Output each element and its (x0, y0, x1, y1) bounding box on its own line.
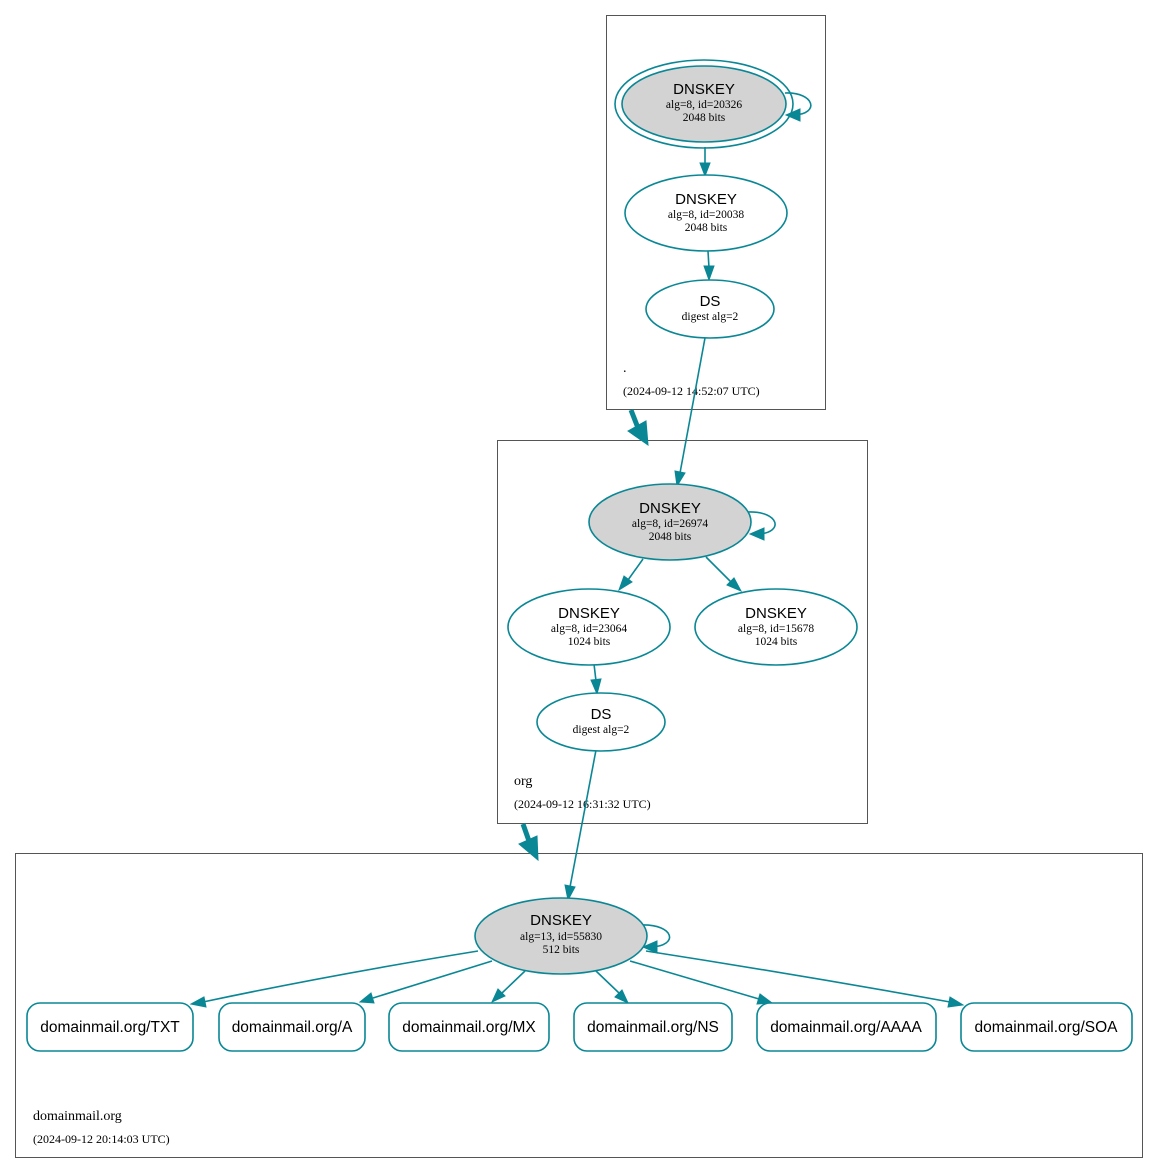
node-dm-key-bits: 512 bits (543, 944, 580, 956)
edge-root-ksk-self (784, 92, 812, 122)
rrset-mx[interactable]: domainmail.org/MX (388, 1002, 550, 1052)
rrset-ns[interactable]: domainmail.org/NS (573, 1002, 733, 1052)
rrset-ns-label: domainmail.org/NS (587, 1019, 719, 1036)
node-root-ds[interactable]: DS digest alg=2 (645, 279, 775, 339)
node-org-ksk-bits: 2048 bits (649, 531, 692, 543)
edge-dm-key-to-txt (189, 950, 479, 1008)
delegation-org-to-domainmail (518, 823, 539, 862)
rrset-txt[interactable]: domainmail.org/TXT (26, 1002, 194, 1052)
node-org-zsk-23064[interactable]: DNSKEY alg=8, id=23064 1024 bits (507, 588, 671, 666)
zone-root-timestamp: (2024-09-12 14:52:07 UTC) (623, 384, 760, 398)
zone-domainmail-name: domainmail.org (33, 1109, 122, 1124)
edge-org-ksk-to-zsk2 (705, 556, 743, 593)
edge-dm-key-self (640, 924, 671, 954)
node-org-ds[interactable]: DS digest alg=2 (536, 692, 666, 752)
edge-org-zsk1-to-ds (590, 663, 602, 696)
rrset-a[interactable]: domainmail.org/A (218, 1002, 366, 1052)
rrset-aaaa-label: domainmail.org/AAAA (770, 1019, 922, 1036)
node-root-zsk[interactable]: DNSKEY alg=8, id=20038 2048 bits (624, 174, 788, 252)
node-org-zsk1-alg: alg=8, id=23064 (551, 623, 627, 635)
node-org-zsk-15678[interactable]: DNSKEY alg=8, id=15678 1024 bits (694, 588, 858, 666)
node-org-zsk2-alg: alg=8, id=15678 (738, 623, 814, 635)
node-root-ksk[interactable]: DNSKEY alg=8, id=20326 2048 bits (614, 59, 794, 149)
node-root-ksk-title: DNSKEY (673, 81, 735, 98)
edge-dm-key-to-ns (595, 970, 630, 1005)
edge-org-ds-to-dm-key (564, 749, 597, 902)
edge-dm-key-to-a (358, 960, 493, 1004)
zone-org-timestamp: (2024-09-12 16:31:32 UTC) (514, 797, 651, 811)
node-org-ksk-alg: alg=8, id=26974 (632, 518, 708, 530)
node-org-ds-title: DS (591, 706, 612, 723)
zone-root-name: . (623, 361, 627, 376)
node-org-zsk2-title: DNSKEY (745, 605, 807, 622)
node-dm-key-alg: alg=13, id=55830 (520, 931, 602, 943)
node-root-zsk-title: DNSKEY (675, 191, 737, 208)
rrset-mx-label: domainmail.org/MX (402, 1019, 536, 1036)
rrset-a-label: domainmail.org/A (232, 1019, 353, 1036)
node-domainmail-key[interactable]: DNSKEY alg=13, id=55830 512 bits (474, 897, 648, 975)
edge-dm-key-to-mx (490, 970, 526, 1004)
edge-org-ksk-self (747, 511, 776, 541)
zone-root-box (606, 15, 826, 410)
edge-root-zsk-to-ds (703, 250, 715, 282)
delegation-root-to-org (627, 409, 649, 447)
node-root-ksk-alg: alg=8, id=20326 (666, 99, 742, 111)
node-org-ksk[interactable]: DNSKEY alg=8, id=26974 2048 bits (588, 483, 752, 561)
edge-dm-key-to-soa (645, 950, 965, 1008)
edge-root-ds-to-org-ksk (674, 337, 706, 488)
rrset-aaaa[interactable]: domainmail.org/AAAA (756, 1002, 937, 1052)
zone-domainmail-box (15, 853, 1143, 1158)
node-org-zsk1-title: DNSKEY (558, 605, 620, 622)
node-root-ds-title: DS (700, 293, 721, 310)
edge-root-ksk-to-zsk (699, 147, 711, 178)
rrset-txt-label: domainmail.org/TXT (40, 1019, 180, 1036)
rrset-soa[interactable]: domainmail.org/SOA (960, 1002, 1133, 1052)
node-org-zsk2-bits: 1024 bits (755, 636, 798, 648)
node-dm-key-title: DNSKEY (530, 912, 592, 929)
node-org-zsk1-bits: 1024 bits (568, 636, 611, 648)
node-root-zsk-bits: 2048 bits (685, 222, 728, 234)
node-root-ksk-bits: 2048 bits (683, 112, 726, 124)
node-root-ds-digest: digest alg=2 (682, 311, 739, 323)
zone-domainmail-timestamp: (2024-09-12 20:14:03 UTC) (33, 1132, 170, 1146)
rrset-soa-label: domainmail.org/SOA (974, 1019, 1118, 1036)
node-org-ksk-title: DNSKEY (639, 500, 701, 517)
zone-org-name: org (514, 774, 532, 789)
edge-org-ksk-to-zsk1 (618, 558, 644, 592)
node-root-zsk-alg: alg=8, id=20038 (668, 209, 744, 221)
zone-org-box (497, 440, 868, 824)
node-org-ds-digest: digest alg=2 (573, 724, 630, 736)
